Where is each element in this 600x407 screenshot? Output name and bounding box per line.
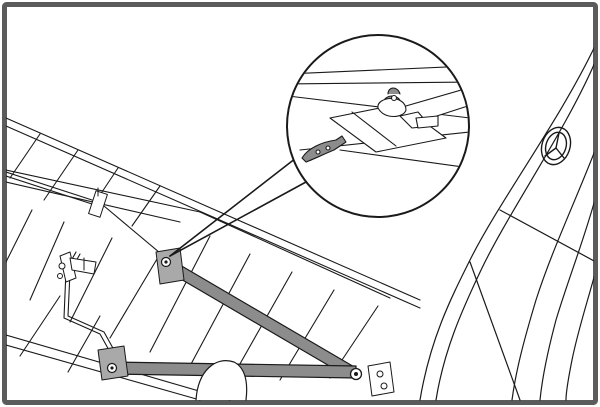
magnifier-callout: [286, 34, 470, 218]
wheel-fairing: [195, 360, 248, 401]
fuselage-outline: [419, 46, 594, 401]
strut-bracket-upper: [155, 247, 185, 285]
callout-pointer: [169, 157, 307, 257]
servo-unit: [57, 187, 108, 283]
mercedes-star-emblem-icon: [540, 126, 572, 166]
strut-fuselage-fitting: [349, 361, 395, 397]
strut-bracket-lower: [97, 345, 129, 381]
